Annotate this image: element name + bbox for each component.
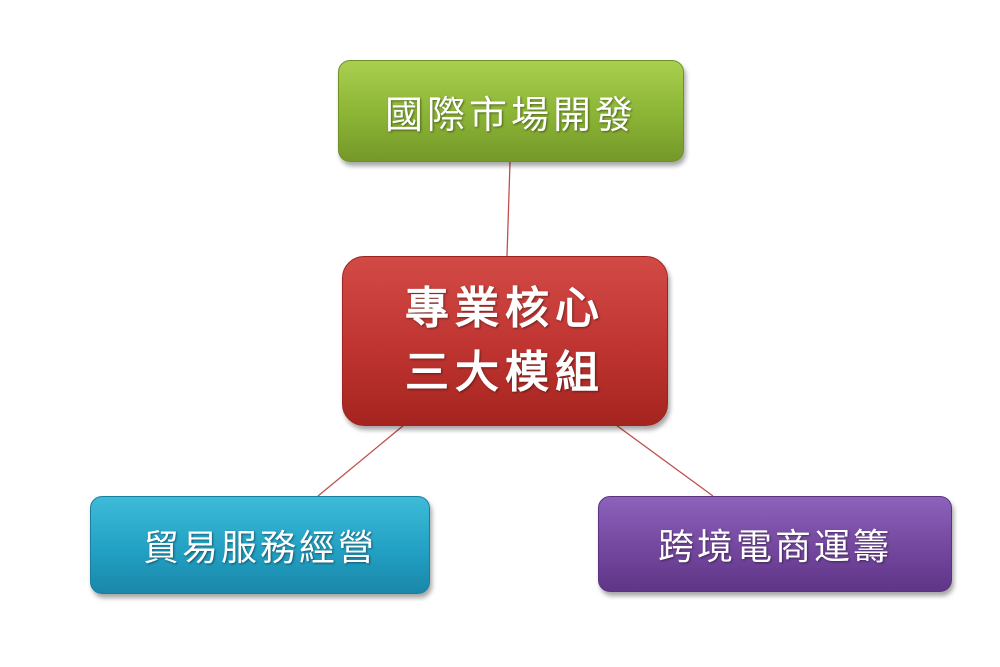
connector-left xyxy=(317,424,405,497)
node-left-label: 貿易服務經營 xyxy=(142,528,377,569)
node-right-label: 跨境電商運籌 xyxy=(657,527,892,568)
node-top-label: 國際市場開發 xyxy=(384,92,637,137)
node-center-line2: 三大模組 xyxy=(405,347,605,398)
connector-right xyxy=(615,424,714,497)
node-trade-service-operation: 貿易服務經營 xyxy=(90,496,430,594)
connector-top xyxy=(506,161,511,257)
node-center-line1: 專業核心 xyxy=(405,283,605,334)
node-international-market-development: 國際市場開發 xyxy=(338,60,684,162)
node-core-three-modules: 專業核心 三大模組 xyxy=(342,256,668,426)
node-cross-border-ecommerce: 跨境電商運籌 xyxy=(598,496,952,592)
